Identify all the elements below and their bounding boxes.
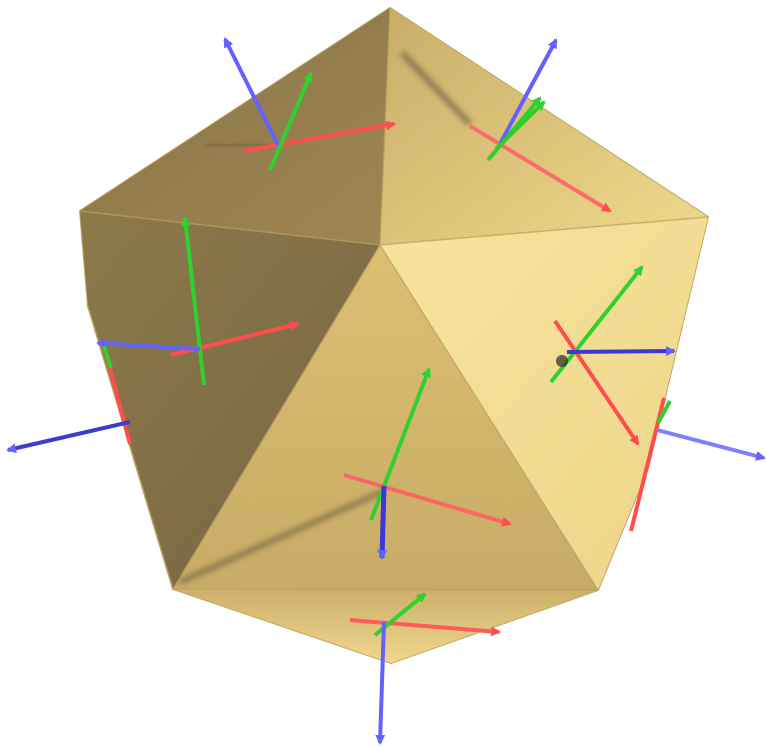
frame-left-upper — [96, 216, 300, 386]
shadow-streak-top — [399, 50, 473, 127]
center-face — [173, 245, 598, 590]
z-axis-arrow — [223, 37, 280, 146]
frame-center — [343, 367, 512, 560]
frame-right-upper — [549, 265, 676, 446]
z-axis-arrow — [656, 428, 766, 461]
frame-left-edge — [6, 345, 132, 454]
top-right-face — [380, 8, 708, 245]
shadow-streak-center — [178, 488, 386, 585]
y-axis-arrow — [656, 400, 672, 424]
local-frames — [6, 37, 766, 745]
y-axis-arrow — [494, 100, 546, 151]
frame-origin-shadow — [556, 355, 568, 367]
right-face — [380, 217, 708, 590]
x-axis-arrow — [553, 319, 640, 446]
left-face — [80, 211, 380, 589]
z-axis-arrow — [566, 346, 676, 357]
frame-right-edge — [629, 397, 766, 532]
icosahedron-body — [78, 6, 710, 665]
y-axis-arrow — [180, 216, 206, 386]
top-left-face — [80, 8, 390, 245]
x-axis-arrow — [349, 618, 501, 637]
z-axis-arrow — [6, 420, 131, 454]
z-axis-arrow — [375, 621, 386, 745]
y-axis-arrow — [102, 345, 113, 369]
y-axis-arrow — [268, 71, 313, 171]
z-axis-arrow — [377, 485, 388, 560]
x-axis-arrow — [243, 120, 396, 153]
x-axis-arrow — [343, 473, 512, 527]
z-axis-arrow — [96, 338, 201, 351]
z-axis-arrow — [498, 38, 558, 145]
frame-top-highlight — [494, 100, 546, 151]
x-axis-arrow — [468, 124, 612, 213]
frame-top-left — [223, 37, 396, 171]
y-axis-arrow — [369, 367, 431, 521]
frame-bottom — [349, 592, 501, 745]
